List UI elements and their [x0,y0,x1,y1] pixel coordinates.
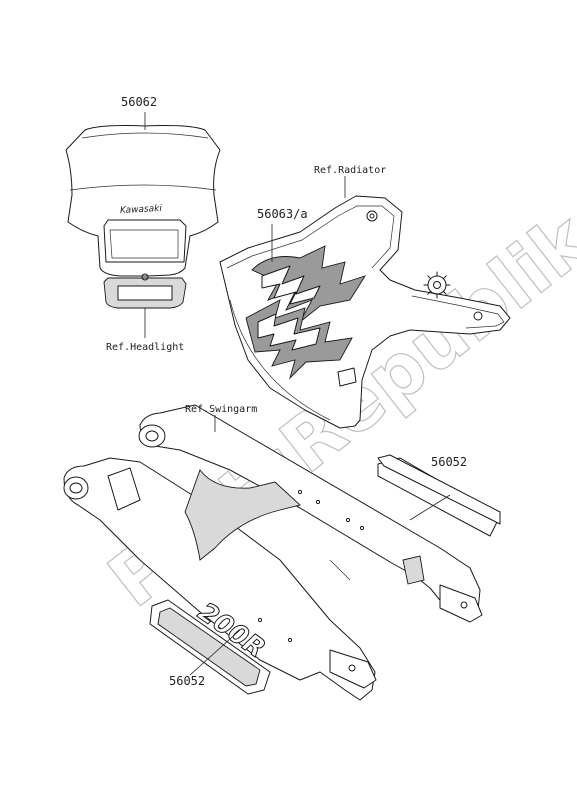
gear-icon [423,271,451,299]
ref-swingarm-label: Ref.Swingarm [185,404,257,415]
swingarm [63,404,483,701]
ref-radiator-label: Ref.Radiator [314,165,386,176]
swingarm-decal-upper [377,454,501,537]
ref-headlight-label: Ref.Headlight [106,342,184,353]
part-number-56052-upper: 56052 [431,455,467,469]
part-number-56062: 56062 [121,95,157,109]
part-number-56063a: 56063/a [257,207,308,221]
headlight-cover: Kawasaki [65,125,221,309]
radiator-shroud [219,195,511,429]
part-number-56052-lower: 56052 [169,674,205,688]
brand-mark: Kawasaki [120,204,163,216]
